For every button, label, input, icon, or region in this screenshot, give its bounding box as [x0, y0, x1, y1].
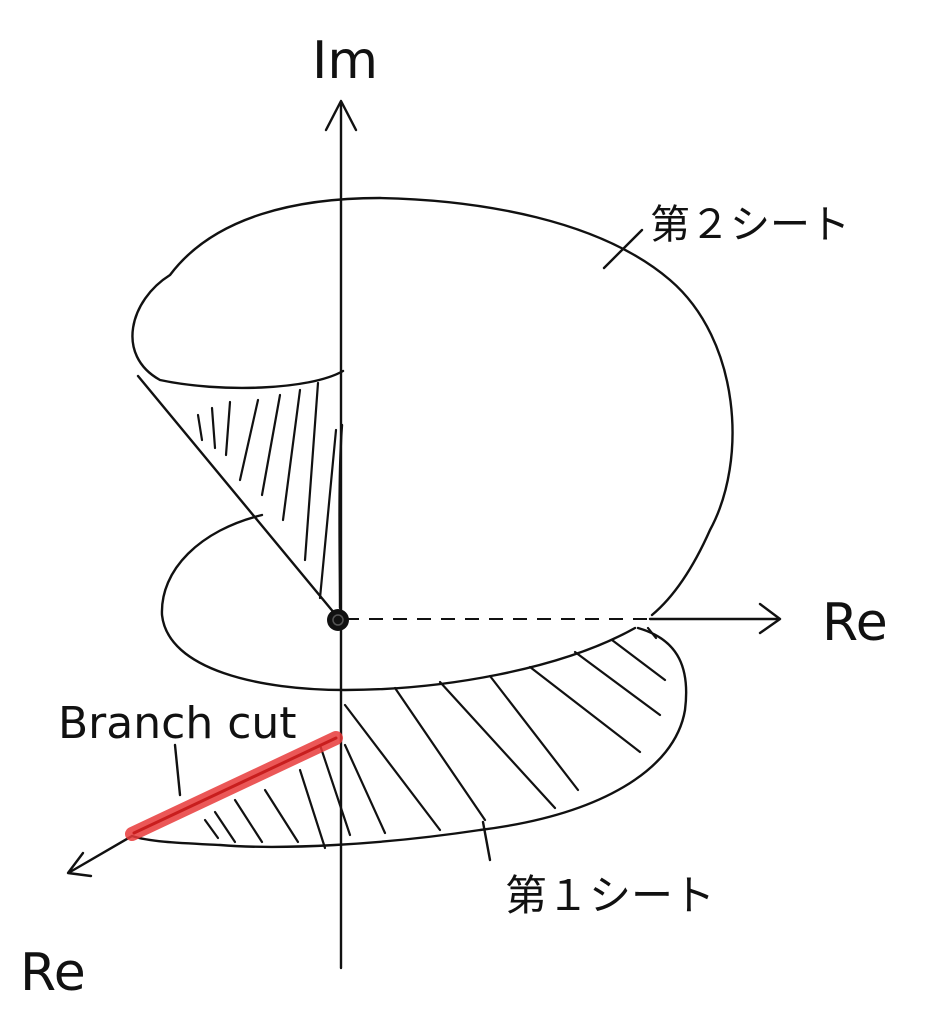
spiral-edge-inner	[338, 423, 344, 610]
sheet-1-label: 第１シート	[505, 871, 715, 920]
real-axis-front	[66, 834, 134, 878]
branch-cut-label: Branch cut	[58, 698, 297, 749]
branch-cut-leader	[173, 743, 182, 797]
real-axis-front-label: Re	[20, 943, 86, 1003]
branch-point	[327, 609, 349, 631]
real-axis-right	[345, 602, 782, 635]
branch-cut-core	[132, 736, 338, 835]
lower-hatching	[203, 626, 667, 850]
imaginary-axis-label: Im	[312, 31, 378, 91]
sheet-1-leader	[481, 820, 492, 862]
sheet-2-outline	[131, 196, 734, 617]
imaginary-axis	[324, 99, 358, 970]
upper-hatching	[196, 381, 338, 600]
spiral-edge-upper	[136, 374, 337, 616]
real-axis-right-label: Re	[822, 593, 888, 653]
sheet-1-upper-arc	[160, 513, 637, 692]
sheet-2-leader	[602, 228, 644, 270]
sheet-1-lower-rim	[130, 626, 688, 849]
sheet-2-label: 第２シート	[650, 202, 850, 248]
